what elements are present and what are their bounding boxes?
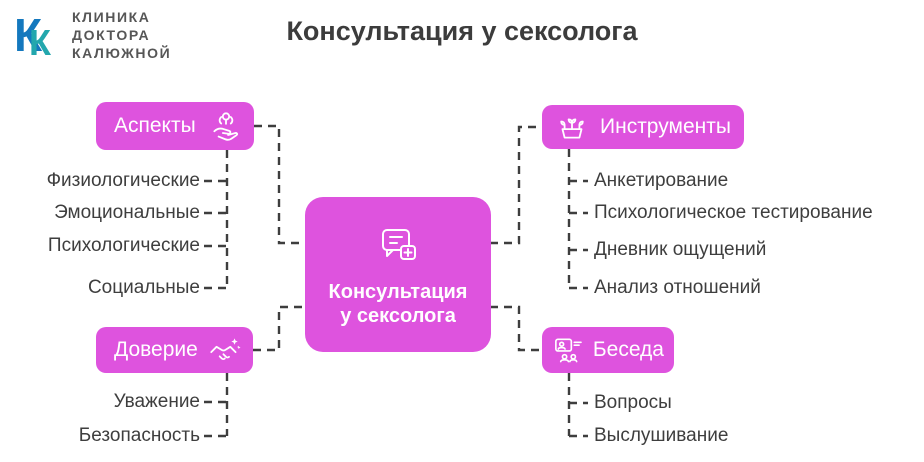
connector-trust-items bbox=[204, 373, 229, 438]
aspects-item-emotional: Эмоциональные bbox=[54, 202, 200, 223]
logo-line-2: ДОКТОРА bbox=[72, 27, 151, 43]
handshake-icon bbox=[210, 338, 241, 361]
connector-aspects-center bbox=[254, 124, 305, 245]
conversation-item-listening: Выслушивание bbox=[594, 425, 729, 446]
tools-item-psych-testing: Психологическое тестирование bbox=[594, 202, 873, 223]
clinic-logo-text: КЛИНИКА ДОКТОРА КАЛЮЖНОЙ bbox=[72, 8, 171, 62]
page-title: Консультация у сексолога bbox=[286, 16, 638, 46]
person-chat-icon bbox=[555, 338, 582, 363]
branch-label-trust: Доверие bbox=[114, 338, 198, 361]
connector-trust-center bbox=[253, 305, 305, 352]
connector-aspects-items bbox=[204, 150, 229, 290]
logo-line-1: КЛИНИКА bbox=[72, 9, 151, 25]
branch-node-aspects: Аспекты bbox=[96, 102, 254, 150]
branch-node-conversation: Беседа bbox=[542, 327, 674, 373]
tools-item-questionnaire: Анкетирование bbox=[594, 170, 729, 191]
seedlings-tools-icon bbox=[560, 118, 584, 139]
clinic-logo-kk-icon: К К bbox=[14, 9, 52, 61]
branch-node-tools: Инструменты bbox=[542, 105, 744, 149]
logo-line-3: КАЛЮЖНОЙ bbox=[72, 45, 172, 61]
connector-center-conversation bbox=[490, 305, 542, 352]
connector-conversation-items bbox=[567, 373, 588, 438]
branch-node-trust: Доверие bbox=[96, 327, 253, 373]
care-hand-flower-icon bbox=[213, 112, 239, 141]
svg-text:К: К bbox=[14, 9, 43, 61]
conversation-item-questions: Вопросы bbox=[594, 392, 672, 413]
chat-medical-icon bbox=[382, 228, 416, 260]
tools-item-sensation-diary: Дневник ощущений bbox=[594, 239, 767, 260]
tools-item-relationship-analysis: Анализ отношений bbox=[594, 277, 761, 298]
trust-item-safety: Безопасность bbox=[78, 425, 200, 446]
clinic-logo: К К КЛИНИКА ДОКТОРА КАЛЮЖНОЙ bbox=[14, 8, 171, 62]
svg-text:К: К bbox=[29, 22, 52, 61]
branch-label-conversation: Беседа bbox=[592, 338, 664, 361]
center-node: Консультация у сексолога bbox=[305, 197, 491, 352]
connector-tools-items bbox=[567, 149, 588, 290]
trust-item-respect: Уважение bbox=[113, 391, 200, 412]
center-node-label: Консультация у сексолога bbox=[329, 280, 468, 328]
center-label-line-2: у сексолога bbox=[340, 304, 456, 327]
branch-label-aspects: Аспекты bbox=[114, 114, 196, 137]
aspects-item-psychological: Психологические bbox=[47, 235, 200, 256]
connector-center-tools bbox=[490, 125, 542, 245]
branch-label-tools: Инструменты bbox=[600, 115, 731, 138]
aspects-item-physiological: Физиологические bbox=[46, 170, 200, 191]
center-label-line-1: Консультация bbox=[328, 280, 468, 303]
aspects-item-social: Социальные bbox=[87, 277, 200, 298]
